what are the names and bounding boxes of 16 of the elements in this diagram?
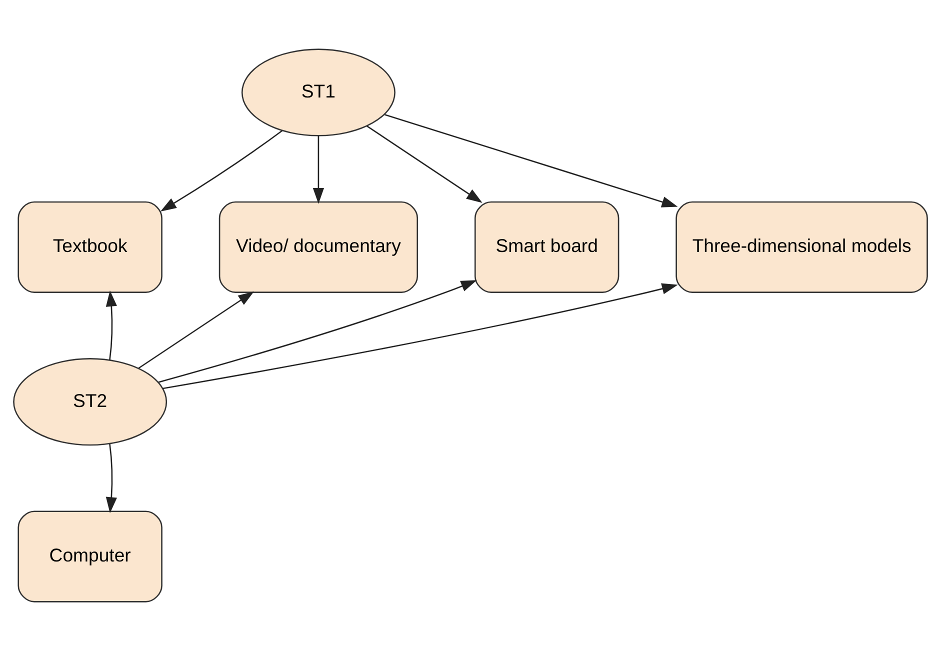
node-ellipse: ST2 <box>13 358 168 446</box>
arrow <box>162 283 678 390</box>
arrow <box>160 130 283 212</box>
arrow <box>384 114 678 208</box>
arrow <box>138 291 254 369</box>
arrow <box>312 136 324 204</box>
arrow <box>106 444 117 514</box>
node-box: Three-dimensional models <box>676 201 928 293</box>
arrow <box>158 280 477 383</box>
node-box: Computer <box>18 510 162 602</box>
node-box: Textbook <box>18 201 162 293</box>
arrow <box>106 290 117 360</box>
node-ellipse: ST1 <box>241 48 396 136</box>
node-box: Smart board <box>474 201 620 293</box>
node-box: Video/ documentary <box>218 201 418 293</box>
arrow <box>366 125 482 203</box>
